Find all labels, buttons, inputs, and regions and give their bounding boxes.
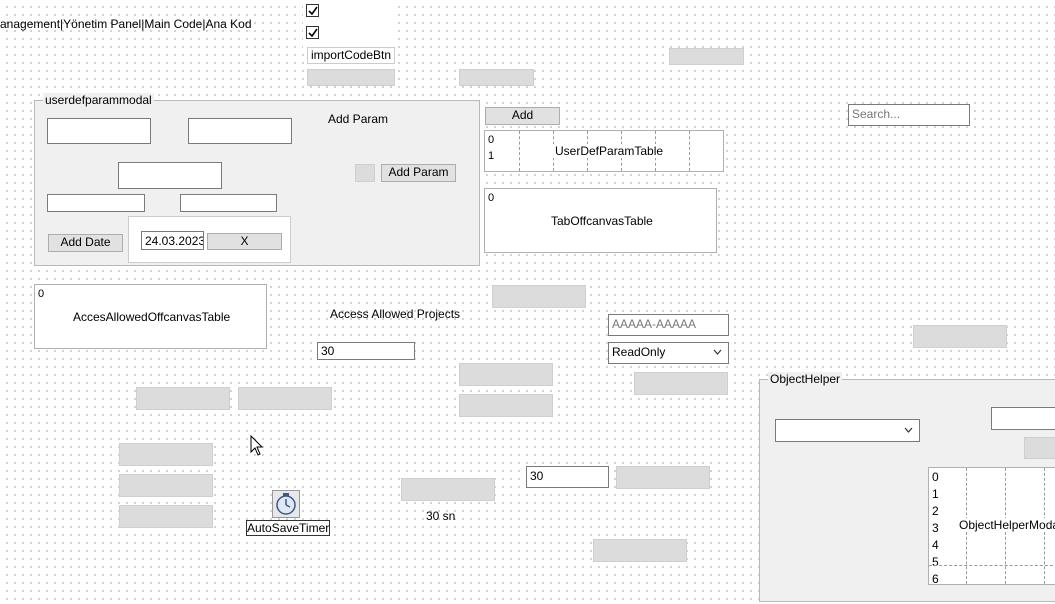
row-number: 1	[488, 150, 495, 162]
object-helper-group: ObjectHelper 0 1 2 3 4 5 6 ObjectHelperM…	[759, 372, 1055, 602]
blank-button[interactable]	[593, 539, 687, 562]
blank-button[interactable]	[616, 466, 710, 489]
small-blank-button[interactable]	[355, 164, 375, 182]
row-number: 0	[488, 134, 495, 146]
timer-interval-input[interactable]: 30	[526, 466, 609, 488]
checkbox-1[interactable]	[306, 4, 319, 17]
blank-button[interactable]	[401, 478, 495, 501]
access-interval-input[interactable]: 30	[317, 342, 415, 360]
access-allowed-projects-label: Access Allowed Projects	[330, 307, 461, 321]
blank-button[interactable]	[634, 372, 728, 395]
code-input[interactable]: AAAAA-AAAAA	[608, 314, 729, 336]
row-number: 3	[932, 521, 939, 535]
row-number: 0	[38, 288, 45, 300]
row-number: 0	[932, 470, 939, 484]
group-title: ObjectHelper	[768, 372, 843, 386]
search-input[interactable]: Search...	[848, 104, 970, 126]
seconds-label: 30 sn	[426, 509, 456, 523]
blank-button[interactable]	[238, 387, 332, 410]
table-caption: ObjectHelperModa	[958, 518, 1055, 532]
blank-button[interactable]	[459, 394, 553, 417]
blank-button[interactable]	[136, 387, 230, 410]
mode-select-value: ReadOnly	[612, 345, 666, 359]
row-number: 4	[932, 538, 939, 552]
table-caption: AccesAllowedOffcanvasTable	[73, 310, 231, 324]
blank-button[interactable]	[307, 69, 395, 86]
param-input-4[interactable]	[47, 194, 145, 212]
chevron-down-icon	[904, 427, 913, 433]
object-input[interactable]	[991, 407, 1055, 430]
param-input-3[interactable]	[118, 162, 222, 189]
object-select[interactable]	[775, 419, 920, 442]
table-caption: TabOffcanvasTable	[551, 214, 653, 228]
user-def-param-table[interactable]: 0 1 UserDefParamTable	[484, 130, 724, 172]
blank-button[interactable]	[1024, 437, 1055, 459]
row-number: 6	[932, 572, 939, 585]
add-button[interactable]: Add	[485, 107, 560, 125]
add-param-label: Add Param	[328, 112, 389, 126]
param-input-1[interactable]	[47, 118, 151, 144]
object-helper-table[interactable]: 0 1 2 3 4 5 6 ObjectHelperModa	[928, 467, 1055, 585]
blank-button[interactable]	[119, 505, 213, 528]
mouse-cursor-icon	[250, 435, 264, 456]
row-number: 5	[932, 555, 939, 569]
checkmark-icon	[308, 28, 318, 38]
table-caption: UserDefParamTable	[553, 144, 666, 158]
userdef-param-modal-group: userdefparammodal Add Param Add Param Ad…	[34, 93, 480, 266]
add-param-button[interactable]: Add Param	[381, 164, 456, 182]
blank-button[interactable]	[669, 48, 744, 65]
add-date-button[interactable]: Add Date	[48, 234, 123, 252]
date-input[interactable]: 24.03.2023	[141, 231, 204, 250]
blank-button[interactable]	[119, 443, 213, 466]
blank-button[interactable]	[459, 363, 553, 386]
checkbox-panel	[303, 0, 395, 48]
blank-button[interactable]	[119, 474, 213, 497]
blank-button[interactable]	[913, 325, 1007, 348]
blank-button[interactable]	[492, 285, 586, 308]
checkmark-icon	[308, 6, 318, 16]
auto-save-timer-label: AutoSaveTimer	[246, 520, 330, 536]
access-allowed-offcanvas-table[interactable]: 0 AccesAllowedOffcanvasTable	[34, 284, 267, 349]
blank-button[interactable]	[459, 69, 534, 86]
chevron-down-icon	[713, 349, 722, 355]
import-code-button[interactable]: importCodeBtn	[307, 47, 395, 64]
checkbox-2[interactable]	[306, 26, 319, 39]
breadcrumb: anagement|Yönetim Panel|Main Code|Ana Ko…	[0, 17, 252, 31]
param-input-5[interactable]	[180, 194, 277, 212]
timer-icon[interactable]	[272, 490, 300, 518]
clear-date-button[interactable]: X	[207, 233, 282, 250]
group-title: userdefparammodal	[43, 93, 154, 107]
row-number: 1	[932, 487, 939, 501]
param-input-2[interactable]	[188, 118, 292, 144]
row-number: 0	[488, 192, 495, 204]
row-number: 2	[932, 504, 939, 518]
date-panel: 24.03.2023 X	[128, 216, 291, 263]
mode-select[interactable]: ReadOnly	[608, 342, 729, 364]
tab-offcanvas-table[interactable]: 0 TabOffcanvasTable	[484, 188, 717, 253]
